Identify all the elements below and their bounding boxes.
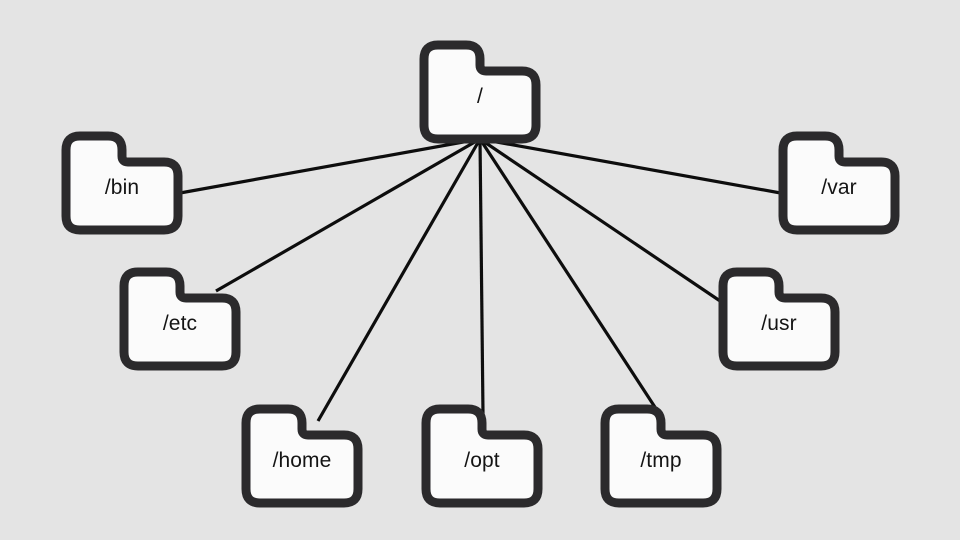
- folder-node-var[interactable]: /var: [778, 131, 900, 235]
- folder-icon-outline: [600, 404, 722, 508]
- folder-icon-outline: [419, 40, 541, 144]
- folder-node-etc[interactable]: /etc: [119, 267, 241, 371]
- folder-icon: [241, 404, 363, 508]
- folder-node-bin[interactable]: /bin: [61, 131, 183, 235]
- folder-icon: [600, 404, 722, 508]
- edge-root-to-tmp: [478, 138, 666, 422]
- folder-icon: [419, 40, 541, 144]
- folder-icon: [421, 404, 543, 508]
- folder-node-root[interactable]: /: [419, 40, 541, 144]
- edge-root-to-home: [316, 138, 482, 422]
- folder-icon-outline: [119, 267, 241, 371]
- folder-icon-outline: [61, 131, 183, 235]
- edge-root-to-opt: [478, 138, 485, 415]
- folder-node-usr[interactable]: /usr: [718, 267, 840, 371]
- folder-icon: [718, 267, 840, 371]
- folder-icon-outline: [778, 131, 900, 235]
- folder-icon: [778, 131, 900, 235]
- edge-root-to-var: [479, 137, 787, 196]
- folder-icon: [119, 267, 241, 371]
- folder-icon-outline: [718, 267, 840, 371]
- folder-node-opt[interactable]: /opt: [421, 404, 543, 508]
- folder-icon-outline: [241, 404, 363, 508]
- edge-root-to-etc: [215, 137, 481, 293]
- folder-node-home[interactable]: /home: [241, 404, 363, 508]
- edge-root-to-usr: [479, 137, 730, 309]
- folder-icon: [61, 131, 183, 235]
- edge-root-to-bin: [179, 137, 481, 195]
- folder-icon-outline: [421, 404, 543, 508]
- folder-node-tmp[interactable]: /tmp: [600, 404, 722, 508]
